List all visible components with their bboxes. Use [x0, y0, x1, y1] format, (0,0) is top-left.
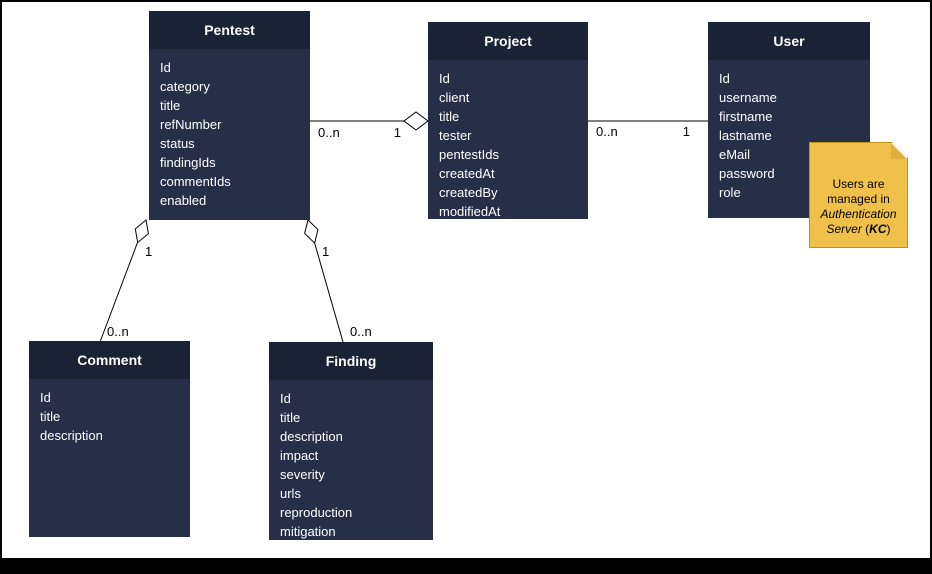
entity-field: title — [40, 409, 61, 424]
connection-pentest-comment: 1 0..n — [99, 219, 152, 343]
entity-field: title — [439, 109, 460, 124]
multiplicity-label: 1 — [394, 125, 401, 140]
entity-field: Id — [280, 391, 291, 406]
multiplicity-label: 1 — [322, 244, 329, 259]
entity-finding-title: Finding — [269, 342, 433, 380]
entity-field: findingIds — [160, 155, 216, 170]
entity-project-fields: Id client title tester pentestIds createdAt cr… — [428, 60, 588, 221]
multiplicity-label: 0..n — [596, 124, 618, 139]
multiplicity-label: 0..n — [350, 324, 372, 339]
entity-field: urls — [280, 486, 301, 501]
entity-comment[interactable]: Comment Id title description — [29, 341, 190, 537]
aggregation-diamond — [304, 219, 319, 245]
aggregation-diamond — [403, 111, 429, 131]
diagram-canvas: 0..n 1 0..n 1 1 0..n 1 0..n — [2, 2, 930, 558]
entity-user-fields: Id username firstname lastname eMail password… — [708, 60, 870, 202]
entity-field: enabled — [160, 193, 207, 208]
note-text: ) — [886, 222, 891, 236]
multiplicity-label: 1 — [145, 244, 152, 259]
multiplicity-label: 0..n — [318, 125, 340, 140]
note-text-bold-italic: KC — [869, 222, 887, 236]
entity-field: title — [160, 98, 181, 113]
entity-pentest-title: Pentest — [149, 11, 310, 49]
entity-field: Id — [160, 60, 171, 75]
entity-field: username — [719, 90, 777, 105]
entity-finding[interactable]: Finding Id title description impact severity… — [269, 342, 433, 540]
entity-field: password — [719, 166, 775, 181]
entity-field: lastname — [719, 128, 772, 143]
note-text: ( — [861, 222, 870, 236]
multiplicity-label: 1 — [683, 124, 690, 139]
entity-field: eMail — [719, 147, 751, 162]
entity-field: title — [280, 410, 301, 425]
entity-field: impact — [280, 448, 319, 463]
entity-field: Id — [719, 71, 730, 86]
entity-field: refNumber — [160, 117, 222, 132]
entity-pentest[interactable]: Pentest Id category title refNumber status fi… — [149, 11, 310, 220]
entity-project[interactable]: Project Id client title tester pentestIds cre… — [428, 22, 588, 219]
sticky-note[interactable]: Users are managed in Authentication Serv… — [809, 142, 908, 248]
entity-comment-fields: Id title description — [29, 379, 190, 445]
entity-field: mitigation — [280, 524, 336, 539]
entity-field: createdBy — [439, 185, 498, 200]
entity-field: reproduction — [280, 505, 353, 520]
entity-field: severity — [280, 467, 325, 482]
relationship-lines: 0..n 1 0..n 1 1 0..n 1 0..n — [99, 111, 708, 343]
entity-field: modifiedAt — [439, 204, 501, 219]
connection-project-user: 0..n 1 — [588, 120, 708, 139]
connection-pentest-finding: 1 0..n — [304, 219, 372, 343]
entity-project-title: Project — [428, 22, 588, 60]
entity-field: role — [719, 185, 741, 200]
entity-field: client — [439, 90, 470, 105]
entity-field: createdAt — [439, 166, 495, 181]
connection-pentest-project: 0..n 1 — [310, 111, 429, 140]
entity-finding-fields: Id title description impact severity urls repr… — [269, 380, 433, 541]
entity-field: commentIds — [160, 174, 231, 189]
entity-field: description — [280, 429, 343, 444]
entity-field: Id — [40, 390, 51, 405]
entity-field: tester — [439, 128, 472, 143]
entity-pentest-fields: Id category title refNumber status findingIds… — [149, 49, 310, 210]
note-text: Users are managed in — [827, 177, 890, 206]
entity-comment-title: Comment — [29, 341, 190, 379]
entity-field: status — [160, 136, 195, 151]
entity-field: Id — [439, 71, 450, 86]
aggregation-diamond — [134, 219, 149, 244]
entity-user-title: User — [708, 22, 870, 60]
entity-field: description — [40, 428, 103, 443]
multiplicity-label: 0..n — [107, 324, 129, 339]
entity-field: category — [160, 79, 210, 94]
entity-field: firstname — [719, 109, 773, 124]
entity-field: pentestIds — [439, 147, 499, 162]
note-text-italic: Authentication Server — [820, 207, 897, 236]
